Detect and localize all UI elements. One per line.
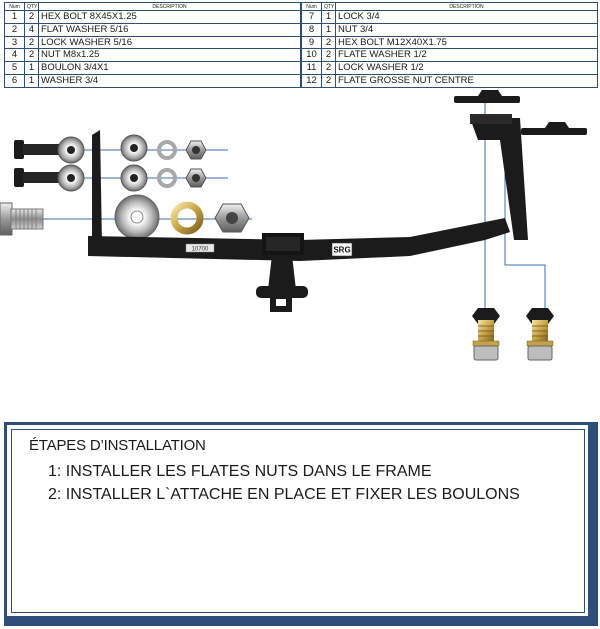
cell-description: HEX BOLT 8X45X1.25 [38,10,301,24]
cell-description: FLAT WASHER 5/16 [38,22,301,37]
cell-description: LOCK 3/4 [335,10,598,24]
cell-qty: 2 [24,48,39,63]
cell-qty: 1 [24,74,39,88]
hitch-diagram: 10700 SRG [0,90,587,361]
cell-num: 12 [301,74,322,88]
header-num: Num [301,2,322,11]
cell-description: FLATE WASHER 1/2 [335,48,598,63]
cell-qty: 1 [321,22,336,37]
header-qty: QTY [321,2,336,11]
lock-washer-5-16 [157,140,177,160]
panel-bottom-bar [7,616,595,623]
cell-qty: 2 [321,48,336,63]
cell-num: 4 [4,48,25,63]
srg-logo-text: SRG [333,246,350,255]
lock-washer-5-16 [157,168,177,188]
cell-qty: 2 [321,74,336,88]
cell-num: 6 [4,74,25,88]
boulon-3-4x1 [0,202,44,236]
cell-description: HEX BOLT M12X40X1.75 [335,35,598,50]
cell-num: 8 [301,22,322,37]
cell-num: 9 [301,35,322,50]
header-description: DESCRIPTION [38,2,301,11]
cell-num: 11 [301,61,322,76]
installation-steps-panel: ÉTAPES D’INSTALLATION 1: INSTALLER LES F… [4,422,598,626]
flat-grosse-nut-centre [454,90,520,103]
cell-num: 10 [301,48,322,63]
header-qty: QTY [24,2,39,11]
cell-num: 2 [4,22,25,37]
cell-description: FLATE GROSSE NUT CENTRE [335,74,598,88]
cell-qty: 2 [24,35,39,50]
installation-inner-frame [11,429,585,613]
flat-grosse-nut-centre [521,122,587,135]
cell-description: WASHER 3/4 [38,74,301,88]
cell-qty: 1 [321,10,336,24]
cell-qty: 2 [321,61,336,76]
cell-description: NUT M8x1.25 [38,48,301,63]
cell-description: LOCK WASHER 1/2 [335,61,598,76]
cell-qty: 1 [24,61,39,76]
header-num: Num [4,2,25,11]
hex-bolt-m12x40-left [472,308,500,361]
installation-title: ÉTAPES D’INSTALLATION [29,437,206,454]
header-description: DESCRIPTION [335,2,598,11]
cell-qty: 4 [24,22,39,37]
lock-3-4 [170,201,204,235]
hex-bolt-m12x40-right [526,308,554,361]
part-number-label: 10700 [192,247,209,253]
part-number-sticker [185,243,215,253]
cell-description: LOCK WASHER 5/16 [38,35,301,50]
cell-description: BOULON 3/4X1 [38,61,301,76]
hex-bolt-8x45-upper [14,140,59,159]
installation-step-1: 1: INSTALLER LES FLATES NUTS DANS LE FRA… [48,463,432,480]
cell-num: 7 [301,10,322,24]
hex-bolt-8x45-lower [14,168,59,187]
cell-description: NUT 3/4 [335,22,598,37]
installation-step-2: 2: INSTALLER L`ATTACHE EN PLACE ET FIXER… [48,486,520,503]
cell-num: 5 [4,61,25,76]
cell-num: 1 [4,10,25,24]
srg-logo: SRG [331,242,353,257]
cell-qty: 2 [321,35,336,50]
panel-right-bar [588,425,595,623]
cell-qty: 2 [24,10,39,24]
cell-num: 3 [4,35,25,50]
